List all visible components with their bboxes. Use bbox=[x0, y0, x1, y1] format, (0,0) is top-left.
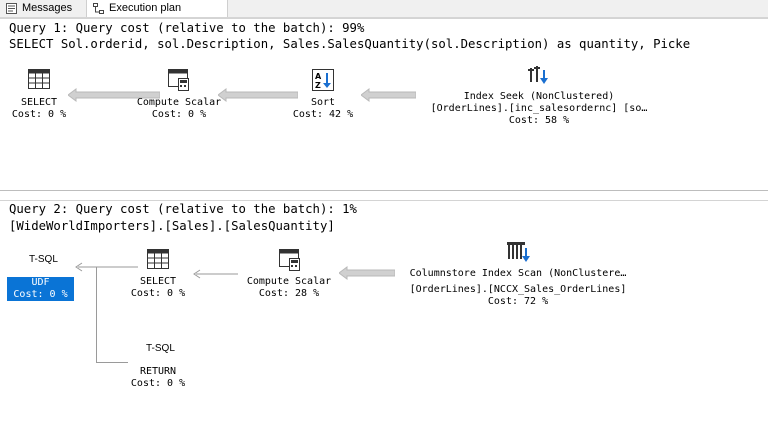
node-name: SELECT bbox=[20, 97, 58, 108]
query1-header: Query 1: Query cost (relative to the bat… bbox=[9, 21, 365, 35]
execution-plan-icon bbox=[93, 3, 104, 14]
node-detail: [OrderLines].[inc_salesordernc] [so… bbox=[430, 103, 648, 114]
tab-messages-label: Messages bbox=[22, 2, 73, 14]
query1-index-seek-node[interactable]: Index Seek (NonClustered) [OrderLines].[… bbox=[414, 91, 664, 127]
query2-arrow-scan-to-compute bbox=[339, 266, 395, 280]
query2-arrow-compute-to-select bbox=[193, 269, 238, 279]
query2-header: Query 2: Query cost (relative to the bat… bbox=[9, 202, 357, 216]
query1-plan-pane bbox=[0, 18, 768, 191]
node-name: UDF bbox=[31, 277, 50, 288]
svg-text:Z: Z bbox=[315, 81, 321, 90]
query1-select-node[interactable]: SELECT Cost: 0 % bbox=[0, 97, 78, 121]
node-detail: [OrderLines].[NCCX_Sales_OrderLines] bbox=[409, 284, 627, 295]
node-cost: Cost: 0 % bbox=[130, 378, 186, 389]
udf-node[interactable]: UDF Cost: 0 % bbox=[7, 277, 74, 301]
query1-arrow-seek-to-sort bbox=[361, 88, 416, 102]
node-cost: Cost: 58 % bbox=[508, 115, 570, 126]
sort-icon[interactable]: A Z bbox=[311, 68, 335, 92]
messages-icon bbox=[6, 3, 17, 14]
return-node[interactable]: RETURN Cost: 0 % bbox=[120, 366, 196, 390]
compute-scalar-icon[interactable] bbox=[278, 248, 302, 272]
query1-arrow-compute-to-select bbox=[68, 88, 160, 102]
results-tab-strip: Messages Execution plan bbox=[0, 0, 768, 18]
return-tsql-tag: T-SQL bbox=[146, 343, 175, 354]
query2-compute-scalar-node[interactable]: Compute Scalar Cost: 28 % bbox=[238, 276, 340, 300]
node-cost: Cost: 28 % bbox=[258, 288, 320, 299]
node-name: Sort bbox=[310, 97, 336, 108]
node-cost: Cost: 0 % bbox=[11, 109, 67, 120]
tab-messages[interactable]: Messages bbox=[0, 0, 85, 17]
node-cost: Cost: 0 % bbox=[13, 289, 68, 300]
node-cost: Cost: 42 % bbox=[292, 109, 354, 120]
udf-node-label: UDF Cost: 0 % bbox=[7, 277, 74, 301]
udf-return-connector bbox=[96, 267, 97, 363]
select-icon[interactable] bbox=[146, 248, 170, 270]
node-name: RETURN bbox=[139, 366, 177, 377]
node-cost: Cost: 0 % bbox=[151, 109, 207, 120]
select-icon[interactable] bbox=[27, 68, 51, 90]
query1-sql: SELECT Sol.orderid, sol.Description, Sal… bbox=[9, 37, 691, 51]
query2-select-node[interactable]: SELECT Cost: 0 % bbox=[120, 276, 196, 300]
query2-sql: [WideWorldImporters].[Sales].[SalesQuant… bbox=[9, 219, 335, 233]
node-name: Compute Scalar bbox=[136, 97, 222, 108]
udf-tsql-tag: T-SQL bbox=[29, 254, 58, 265]
node-name: Index Seek (NonClustered) bbox=[463, 91, 615, 102]
columnstore-index-scan-icon[interactable] bbox=[506, 240, 530, 264]
svg-text:A: A bbox=[315, 72, 322, 81]
node-cost: Cost: 72 % bbox=[487, 296, 549, 307]
node-name: Columnstore Index Scan (NonClustere… bbox=[409, 268, 627, 279]
query1-compute-scalar-node[interactable]: Compute Scalar Cost: 0 % bbox=[130, 97, 228, 121]
query1-arrow-sort-to-compute bbox=[218, 88, 298, 102]
query2-arrow-select-to-udf bbox=[75, 262, 138, 272]
query1-sort-node[interactable]: Sort Cost: 42 % bbox=[285, 97, 361, 121]
query2-plan-pane bbox=[0, 200, 768, 428]
udf-return-connector-h bbox=[96, 362, 128, 363]
node-cost: Cost: 0 % bbox=[130, 288, 186, 299]
compute-scalar-icon[interactable] bbox=[167, 68, 191, 92]
tab-execution-plan[interactable]: Execution plan bbox=[86, 0, 228, 17]
node-name: Compute Scalar bbox=[246, 276, 332, 287]
node-name: SELECT bbox=[139, 276, 177, 287]
query2-columnstore-scan-node[interactable]: Columnstore Index Scan (NonClustere… [Or… bbox=[396, 268, 640, 308]
index-seek-icon[interactable] bbox=[527, 62, 551, 86]
tab-execution-plan-label: Execution plan bbox=[109, 2, 182, 14]
